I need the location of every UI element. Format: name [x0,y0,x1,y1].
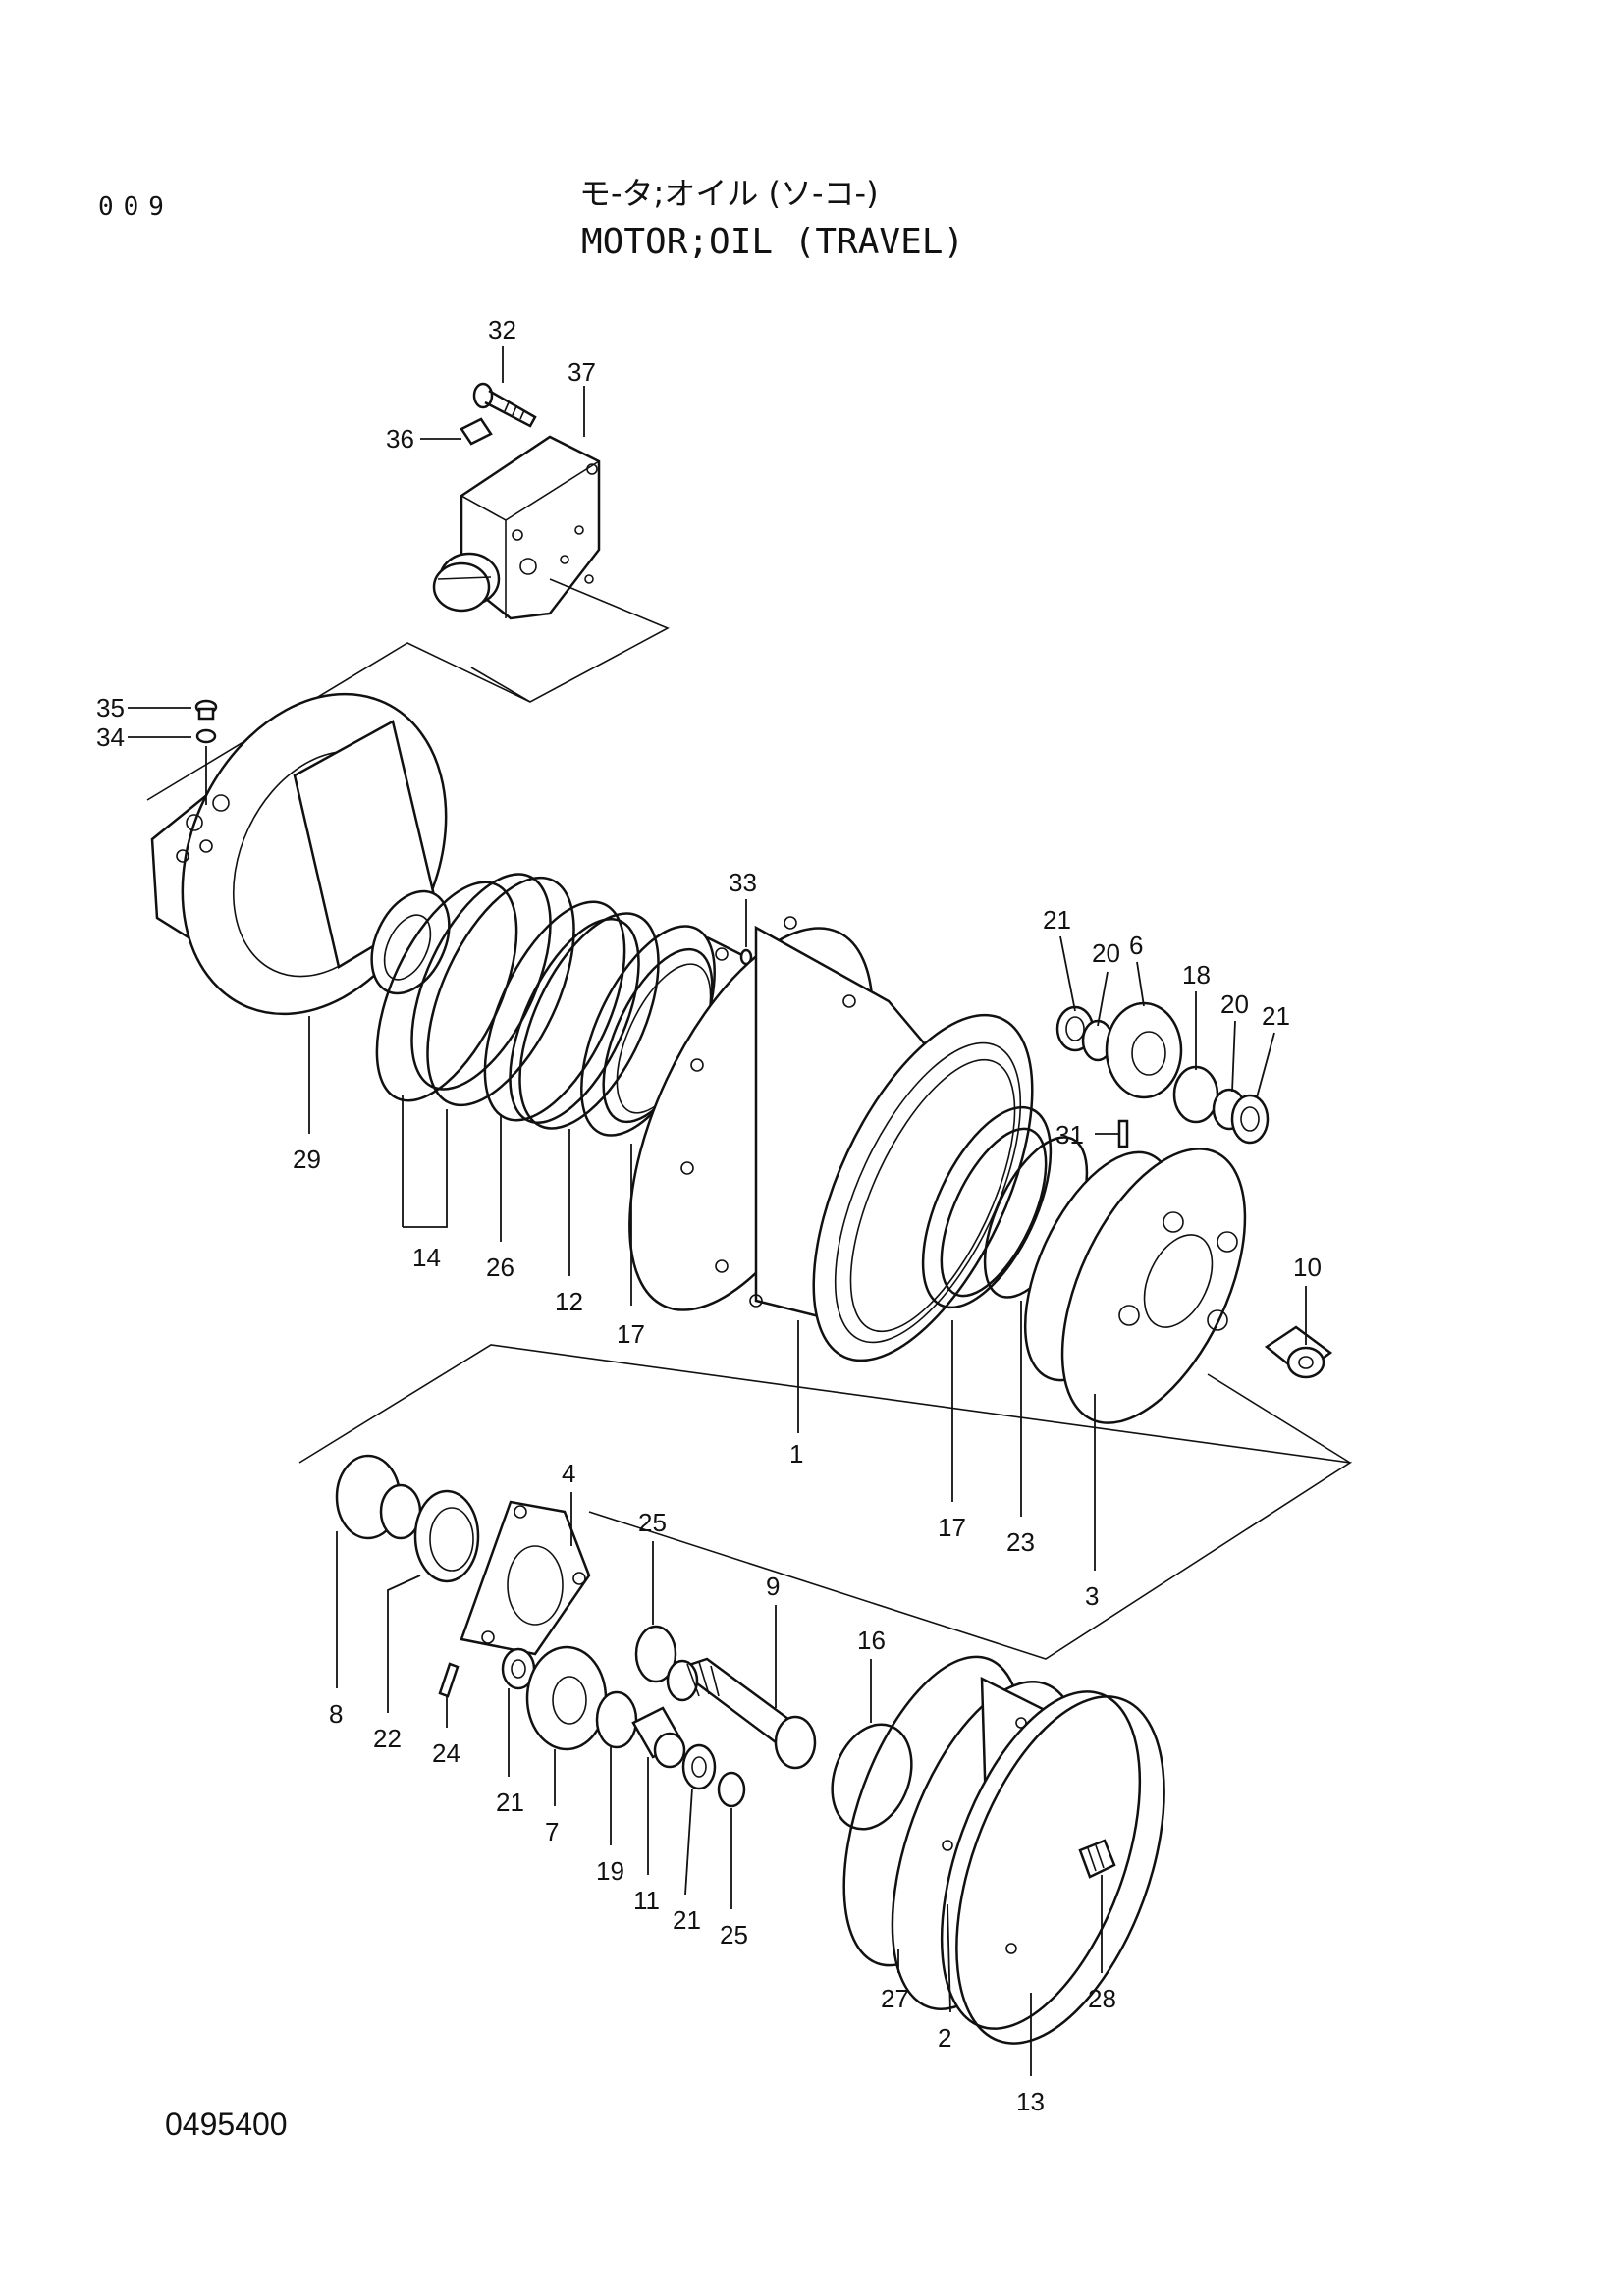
drawing-number: 0495400 [165,2107,288,2142]
thrust-washer-part-21-center [681,1743,717,1790]
callout-21: 21 [673,1905,701,1935]
callout-2: 2 [938,2023,951,2053]
bolt-part-32 [472,382,537,428]
needle-bearing-part-19 [595,1690,638,1749]
callout-19: 19 [596,1856,624,1886]
callout-23: 23 [1006,1527,1035,1557]
bearing-part-17-lower [921,1105,1053,1309]
ring-part-26 [410,873,575,1107]
callout-7: 7 [545,1817,559,1846]
cover-part-2 [891,1676,1142,2030]
plug-part-28 [1078,1839,1116,1879]
callout-17: 17 [938,1513,966,1542]
callout-24: 24 [432,1738,460,1768]
callout-21: 21 [496,1788,524,1817]
planetary-gear-part-7 [525,1645,608,1751]
callout-1: 1 [789,1439,803,1468]
callout-25: 25 [720,1920,748,1949]
callout-33: 33 [729,868,757,897]
callout-16: 16 [857,1626,886,1655]
callout-12: 12 [555,1287,583,1316]
thrust-plate-part-16 [831,1723,913,1831]
callout-34: 34 [96,722,125,752]
spring-pin-part-24 [438,1662,460,1698]
callout-36: 36 [386,424,414,454]
title-english: MOTOR;OIL (TRAVEL) [581,222,965,262]
callout-8: 8 [329,1699,343,1729]
pin-part-31 [1117,1119,1129,1148]
title-japanese: モ-タ;オイル (ソ-コ-) [579,175,879,212]
floating-seal-part-12 [483,900,660,1130]
callout-21: 21 [1043,905,1071,934]
needle-bearing-part-18 [1172,1065,1219,1124]
frame-upper [146,642,531,801]
spacer-part-11 [631,1706,686,1769]
callout-13: 13 [1016,2087,1045,2116]
plug-cap [432,552,501,613]
carrier-part-3 [1023,1148,1247,1424]
motor-housing-part-29 [150,692,451,1016]
snap-ring-part-13 [955,1695,1165,2045]
callout-18: 18 [1182,960,1211,989]
plug-part-35 [194,699,218,721]
callout-37: 37 [568,357,596,387]
holder-part-4 [460,1500,591,1656]
callout-6: 6 [1129,931,1143,960]
callout-21: 21 [1262,1001,1290,1031]
callout-26: 26 [486,1253,514,1282]
ring-gear-housing-part-1 [628,916,1034,1362]
callout-10: 10 [1293,1253,1322,1282]
callout-35: 35 [96,693,125,722]
plate-part-36 [460,417,493,446]
planetary-gear-part-6 [1105,1001,1183,1099]
callout-9: 9 [766,1572,780,1601]
thrust-washer-part-21-right-lower [1230,1094,1270,1145]
callout-20: 20 [1092,938,1120,968]
callout-11: 11 [633,1886,660,1915]
snap-ring-part-25-upper [634,1625,677,1683]
sun-gear-part-8 [335,1454,422,1540]
callout-28: 28 [1088,1984,1116,2013]
page-number: 009 [98,192,174,222]
callout-27: 27 [881,1984,909,2013]
callout-31: 31 [1055,1120,1084,1149]
callout-4: 4 [562,1459,575,1488]
pin-part-10 [1264,1325,1333,1379]
callout-22: 22 [373,1724,402,1753]
callout-29: 29 [293,1145,321,1174]
shaft-part-9 [666,1657,817,1770]
callout-25: 25 [638,1508,667,1537]
callout-17: 17 [617,1319,645,1349]
snap-ring-part-25-lower [717,1771,746,1808]
frame-lower-link [1207,1373,1351,1464]
callout-3: 3 [1085,1581,1099,1611]
o-ring-part-34 [195,728,217,744]
thrust-plate-part-22 [413,1489,480,1583]
outline-group-37 [470,578,670,703]
callout-32: 32 [488,315,516,345]
callout-20: 20 [1220,989,1249,1019]
callout-14: 14 [412,1243,441,1272]
